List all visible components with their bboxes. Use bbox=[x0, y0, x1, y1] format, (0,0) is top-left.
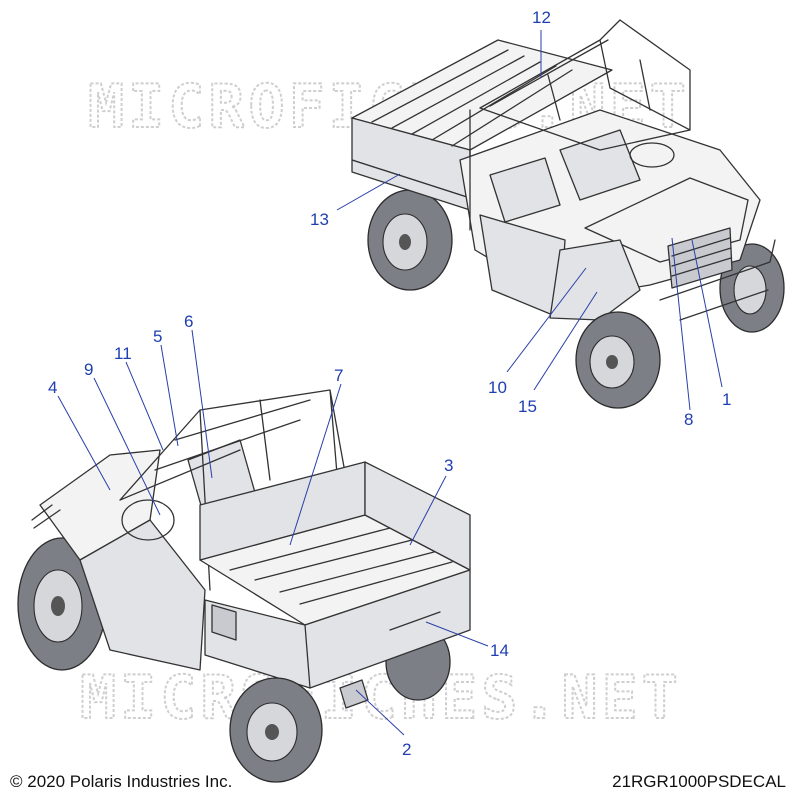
callout-8: 8 bbox=[684, 410, 693, 429]
callout-5: 5 bbox=[153, 327, 162, 346]
roll-cage bbox=[469, 19, 691, 231]
rear-near-tire bbox=[229, 677, 323, 783]
callout-14: 14 bbox=[490, 641, 509, 660]
rear-left-tire bbox=[367, 189, 453, 291]
vehicle-rear-view bbox=[17, 389, 471, 783]
callout-7: 7 bbox=[334, 366, 343, 385]
callout-13: 13 bbox=[310, 210, 329, 229]
diagram-id: 21RGR1000PSDECAL bbox=[612, 772, 786, 791]
callout-3: 3 bbox=[444, 456, 453, 475]
trailer-hitch bbox=[339, 679, 369, 709]
callout-numbers: 12 13 10 15 8 1 7 3 14 2 4 9 11 5 6 bbox=[48, 8, 731, 759]
front-left-tire bbox=[575, 311, 661, 409]
cab-side bbox=[79, 519, 206, 671]
callout-11: 11 bbox=[114, 344, 132, 363]
callout-12: 12 bbox=[532, 8, 551, 27]
callout-6: 6 bbox=[184, 312, 193, 331]
roll-cage-rear bbox=[119, 389, 351, 591]
copyright-text: © 2020 Polaris Industries Inc. bbox=[10, 772, 233, 791]
front-left-fender bbox=[549, 239, 641, 321]
vehicle-front-view bbox=[351, 19, 785, 409]
callout-15: 15 bbox=[518, 397, 537, 416]
callout-10: 10 bbox=[488, 378, 507, 397]
callout-2: 2 bbox=[402, 740, 411, 759]
front-right-tire bbox=[719, 243, 785, 333]
callout-4: 4 bbox=[48, 378, 57, 397]
callout-9: 9 bbox=[84, 360, 93, 379]
callout-1: 1 bbox=[722, 390, 731, 409]
watermark-bottom: MICROFICHES.NET bbox=[80, 663, 682, 733]
leader-lines bbox=[57, 30, 723, 736]
